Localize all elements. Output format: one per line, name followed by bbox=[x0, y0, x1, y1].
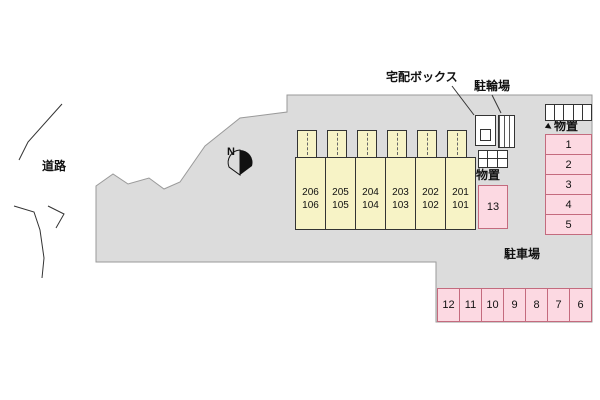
storage-label-right-text: 物置 bbox=[554, 119, 579, 133]
building-unit: 206 106 bbox=[295, 130, 326, 230]
storage-boxes-right bbox=[545, 104, 592, 121]
unit-dash-line bbox=[397, 133, 398, 155]
unit-number-lower: 104 bbox=[362, 200, 379, 211]
unit-dash-line bbox=[457, 133, 458, 155]
parking-stall-2: 2 bbox=[545, 154, 592, 175]
building-unit: 203 103 bbox=[385, 130, 416, 230]
delivery-box-label: 宅配ボックス bbox=[386, 70, 458, 84]
road-label: 道路 bbox=[42, 159, 67, 173]
road-outline bbox=[18, 103, 63, 161]
unit-number-lower: 105 bbox=[332, 200, 349, 211]
stall-number: 13 bbox=[486, 201, 500, 213]
storage-label-mid: 物置 bbox=[476, 168, 501, 182]
unit-number-lower: 106 bbox=[302, 200, 319, 211]
unit-body: 204 104 bbox=[355, 157, 386, 230]
parking-stall-6: 6 bbox=[569, 288, 592, 322]
parking-stall-4: 4 bbox=[545, 194, 592, 215]
unit-body: 201 101 bbox=[445, 157, 476, 230]
unit-number-lower: 103 bbox=[392, 200, 409, 211]
storage-box-cell bbox=[498, 159, 507, 167]
building-unit: 205 105 bbox=[325, 130, 356, 230]
storage-boxes-mid bbox=[478, 150, 508, 168]
unit-number: 206 106 bbox=[296, 186, 325, 212]
unit-entrance bbox=[447, 130, 467, 158]
unit-number-upper: 203 bbox=[392, 187, 409, 198]
stall-number: 11 bbox=[464, 299, 477, 311]
unit-number-upper: 204 bbox=[362, 187, 379, 198]
unit-number: 203 103 bbox=[386, 186, 415, 212]
parking-stall-1: 1 bbox=[545, 134, 592, 155]
storage-pointer-icon bbox=[544, 122, 554, 132]
stall-number: 10 bbox=[486, 299, 499, 311]
unit-body: 205 105 bbox=[325, 157, 356, 230]
road-outline bbox=[13, 205, 45, 279]
parking-stall-10: 10 bbox=[481, 288, 504, 322]
parking-stall-3: 3 bbox=[545, 174, 592, 195]
parking-stall-9: 9 bbox=[503, 288, 526, 322]
north-label: N bbox=[227, 146, 235, 158]
unit-entrance bbox=[387, 130, 407, 158]
unit-number-lower: 101 bbox=[452, 200, 469, 211]
parking-stall-5: 5 bbox=[545, 214, 592, 235]
unit-entrance bbox=[417, 130, 437, 158]
unit-body: 203 103 bbox=[385, 157, 416, 230]
unit-number: 205 105 bbox=[326, 186, 355, 212]
stall-number: 8 bbox=[533, 299, 540, 311]
parking-stall-11: 11 bbox=[459, 288, 482, 322]
storage-box-cell bbox=[479, 151, 489, 159]
unit-number: 202 102 bbox=[416, 186, 445, 212]
unit-dash-line bbox=[367, 133, 368, 155]
stall-number: 3 bbox=[565, 178, 572, 191]
unit-entrance bbox=[357, 130, 377, 158]
parking-lot-label: 駐車場 bbox=[504, 247, 541, 261]
stall-number: 4 bbox=[565, 198, 572, 211]
stall-number: 12 bbox=[442, 299, 455, 311]
delivery-box-leader-line bbox=[451, 85, 475, 116]
unit-entrance bbox=[327, 130, 347, 158]
stall-number: 5 bbox=[565, 218, 572, 231]
stall-number: 7 bbox=[555, 299, 562, 311]
road-outline bbox=[47, 205, 65, 229]
parking-stall-8: 8 bbox=[525, 288, 548, 322]
bicycle-parking-label: 駐輪場 bbox=[474, 79, 511, 93]
stall-number: 1 bbox=[565, 138, 572, 151]
storage-box-cell bbox=[555, 105, 565, 120]
unit-dash-line bbox=[307, 133, 308, 155]
bicycle-rack bbox=[498, 115, 515, 148]
parking-stall-12: 12 bbox=[437, 288, 460, 322]
stall-number: 6 bbox=[577, 299, 584, 311]
bicycle-parking-leader-line bbox=[491, 94, 502, 114]
storage-box-cell bbox=[488, 151, 498, 159]
unit-number-lower: 102 bbox=[422, 200, 439, 211]
unit-number: 204 104 bbox=[356, 186, 385, 212]
building-unit: 202 102 bbox=[415, 130, 446, 230]
storage-box-cell bbox=[488, 159, 498, 167]
parking-stall-13: 13 bbox=[478, 185, 508, 229]
building-unit: 204 104 bbox=[355, 130, 386, 230]
unit-dash-line bbox=[427, 133, 428, 155]
stall-number: 2 bbox=[565, 158, 572, 171]
parking-stall-7: 7 bbox=[547, 288, 570, 322]
storage-box-cell bbox=[497, 151, 507, 159]
storage-label-right: 物置 bbox=[544, 119, 579, 133]
north-arrow-icon: N bbox=[227, 146, 253, 176]
unit-number: 201 101 bbox=[446, 186, 475, 212]
unit-number-upper: 206 bbox=[302, 187, 319, 198]
delivery-box bbox=[475, 115, 496, 146]
storage-box-cell bbox=[479, 159, 489, 167]
storage-box-cell bbox=[574, 105, 583, 120]
storage-box-cell bbox=[546, 105, 556, 120]
unit-body: 206 106 bbox=[295, 157, 326, 230]
delivery-box-door bbox=[480, 129, 491, 141]
storage-box-cell bbox=[583, 105, 591, 120]
building-unit: 201 101 bbox=[445, 130, 476, 230]
stall-number: 9 bbox=[511, 299, 518, 311]
unit-number-upper: 202 bbox=[422, 187, 439, 198]
storage-box-cell bbox=[564, 105, 574, 120]
unit-number-upper: 201 bbox=[452, 187, 469, 198]
unit-entrance bbox=[297, 130, 317, 158]
unit-number-upper: 205 bbox=[332, 187, 349, 198]
unit-dash-line bbox=[337, 133, 338, 155]
unit-body: 202 102 bbox=[415, 157, 446, 230]
